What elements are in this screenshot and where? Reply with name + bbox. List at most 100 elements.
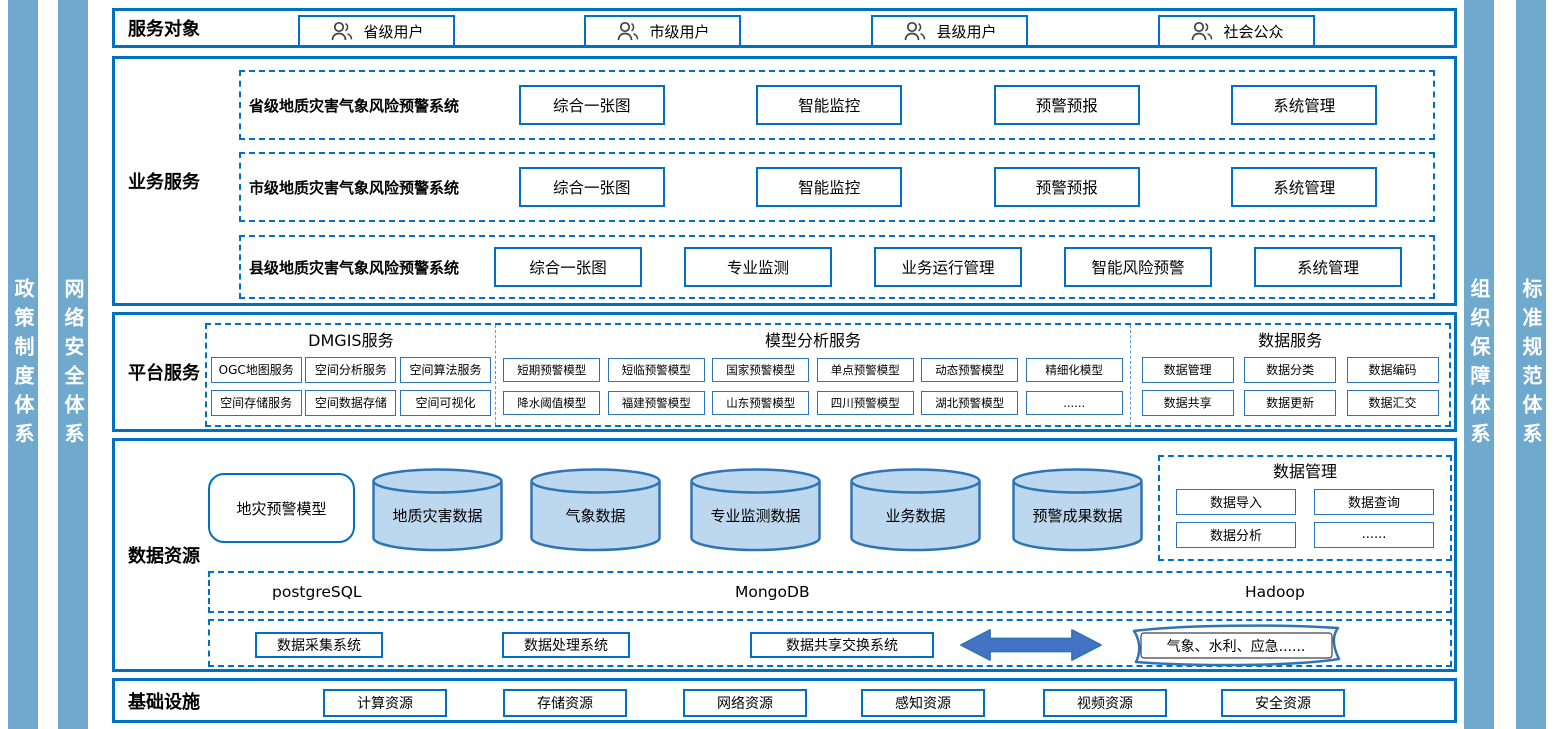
pillar-standards: 标准规范体系 — [1516, 0, 1546, 729]
model-box: 单点预警模型 — [816, 357, 914, 382]
cylinder-label: 气象数据 — [565, 507, 626, 525]
module-row: 综合一张图 智能监控 预警预报 系统管理 — [473, 85, 1433, 125]
group-title: DMGIS服务 — [308, 331, 394, 350]
pillar-label: 网络安全体系 — [61, 277, 85, 452]
user-chip-label: 县级用户 — [936, 22, 997, 41]
group-title: 数据服务 — [1258, 331, 1323, 350]
model-box: 短期预警模型 — [503, 357, 601, 382]
group-items: 短期预警模型 短临预警模型 国家预警模型 单点预警模型 动态预警模型 精细化模型… — [496, 353, 1130, 419]
model-box: 湖北预警模型 — [921, 390, 1019, 415]
user-chip-label: 市级用户 — [649, 22, 710, 41]
group-title: 模型分析服务 — [765, 331, 862, 350]
module-box: 智能监控 — [756, 167, 903, 207]
cylinder-weather-data: 气象数据 — [529, 467, 662, 553]
service-box: 空间数据存储 — [305, 389, 397, 416]
module-box: 综合一张图 — [518, 85, 665, 125]
external-systems-shape: 气象、水利、应急...... — [1127, 623, 1345, 667]
module-box: 智能风险预警 — [1064, 247, 1212, 287]
system-box-collection: 数据采集系统 — [255, 632, 383, 658]
service-box: 数据分类 — [1244, 356, 1337, 383]
system-name: 市级地质灾害气象风险预警系统 — [249, 178, 460, 197]
cylinder-geo-disaster-data: 地质灾害数据 — [371, 467, 504, 553]
module-box: 专业监测 — [684, 247, 832, 287]
model-box: 山东预警模型 — [712, 390, 810, 415]
model-box: 精细化模型 — [1025, 357, 1123, 382]
platform-groups: DMGIS服务 OGC地图服务 空间分析服务 空间算法服务 空间存储服务 空间数… — [205, 323, 1451, 427]
external-systems-label: 气象、水利、应急...... — [1166, 639, 1306, 655]
group-items: OGC地图服务 空间分析服务 空间算法服务 空间存储服务 空间数据存储 空间可视… — [207, 353, 495, 419]
module-row: 综合一张图 专业监测 业务运行管理 智能风险预警 系统管理 — [473, 247, 1433, 287]
module-box: 系统管理 — [1254, 247, 1402, 287]
section-label: 业务服务 — [128, 172, 200, 193]
system-name: 省级地质灾害气象风险预警系统 — [249, 96, 460, 115]
module-box: 业务运行管理 — [874, 247, 1022, 287]
resource-box-compute: 计算资源 — [323, 689, 447, 717]
service-box: 数据管理 — [1141, 356, 1234, 383]
model-box: 国家预警模型 — [712, 357, 810, 382]
dmgis-service-group: DMGIS服务 OGC地图服务 空间分析服务 空间算法服务 空间存储服务 空间数… — [207, 325, 495, 425]
cylinder-warning-result-data: 预警成果数据 — [1011, 467, 1144, 553]
model-box: 短临预警模型 — [607, 357, 705, 382]
data-management-box: 数据导入 — [1176, 488, 1296, 515]
user-chip-municipal: 市级用户 — [584, 15, 741, 47]
pillar-label: 组织保障体系 — [1467, 277, 1491, 452]
model-box: 降水阈值模型 — [503, 390, 601, 415]
section-business-services: 业务服务 省级地质灾害气象风险预警系统 综合一张图 智能监控 预警预报 系统管理… — [112, 56, 1457, 306]
pillar-label: 标准规范体系 — [1519, 277, 1543, 452]
cylinder-label: 业务数据 — [885, 507, 946, 525]
cylinder-icon — [690, 468, 821, 552]
section-data-resources: 数据资源 地灾预警模型 地质灾害数据 气象数据 专业监测数据 业务数据 预警成果… — [112, 438, 1457, 672]
cylinder-icon — [1012, 468, 1143, 552]
system-box-processing: 数据处理系统 — [502, 632, 630, 658]
cylinder-icon — [530, 468, 661, 552]
model-box: 四川预警模型 — [816, 390, 914, 415]
section-label: 基础设施 — [128, 691, 200, 713]
module-box: 系统管理 — [1231, 85, 1378, 125]
group-items: 数据管理 数据分类 数据编码 数据共享 数据更新 数据汇交 — [1131, 353, 1449, 419]
user-chip-provincial: 省级用户 — [298, 15, 455, 47]
pillar-label: 政策制度体系 — [11, 277, 35, 452]
section-platform-services: 平台服务 DMGIS服务 OGC地图服务 空间分析服务 空间算法服务 空间存储服… — [112, 312, 1457, 432]
data-management-box: 数据查询 — [1314, 488, 1434, 515]
section-label: 平台服务 — [128, 363, 200, 384]
resource-box-sensing: 感知资源 — [861, 689, 985, 717]
user-icon — [905, 21, 926, 41]
section-service-targets: 服务对象 省级用户 市级用户 县级用户 社会公众 — [112, 8, 1457, 48]
cylinder-icon — [372, 468, 503, 552]
pillar-org-guarantee: 组织保障体系 — [1464, 0, 1494, 729]
model-box: 动态预警模型 — [921, 357, 1019, 382]
module-box: 预警预报 — [993, 85, 1140, 125]
module-row: 综合一张图 智能监控 预警预报 系统管理 — [473, 167, 1433, 207]
service-box: 数据共享 — [1141, 389, 1234, 416]
system-box-sharing-exchange: 数据共享交换系统 — [750, 632, 934, 658]
service-box: 空间存储服务 — [210, 389, 302, 416]
module-box: 智能监控 — [756, 85, 903, 125]
service-box: OGC地图服务 — [210, 356, 302, 383]
database-label-mongodb: MongoDB — [735, 583, 810, 601]
service-box: 空间可视化 — [400, 389, 492, 416]
service-box: 数据汇交 — [1346, 389, 1439, 416]
service-box: 空间算法服务 — [400, 356, 492, 383]
cylinder-label: 预警成果数据 — [1032, 507, 1123, 525]
service-box: 数据更新 — [1244, 389, 1337, 416]
resource-box-security: 安全资源 — [1221, 689, 1345, 717]
provincial-system-group: 省级地质灾害气象风险预警系统 综合一张图 智能监控 预警预报 系统管理 — [239, 70, 1435, 140]
group-title: 数据管理 — [1272, 462, 1337, 481]
system-name: 县级地质灾害气象风险预警系统 — [249, 258, 460, 277]
user-chip-public: 社会公众 — [1158, 15, 1315, 47]
user-chip-label: 省级用户 — [363, 22, 424, 41]
resource-box-video: 视频资源 — [1043, 689, 1167, 717]
module-box: 综合一张图 — [518, 167, 665, 207]
database-label-hadoop: Hadoop — [1245, 583, 1305, 601]
service-box: 空间分析服务 — [305, 356, 397, 383]
database-layer: postgreSQL MongoDB Hadoop — [208, 571, 1452, 613]
data-systems-row: 数据采集系统 数据处理系统 数据共享交换系统 气象、水利、应急...... — [208, 619, 1452, 667]
pillar-policy-system: 政策制度体系 — [8, 0, 38, 729]
data-management-group: 数据管理 数据导入 数据查询 数据分析 ...... — [1158, 455, 1452, 561]
pillar-network-security: 网络安全体系 — [58, 0, 88, 729]
tape-outline-icon — [1132, 624, 1341, 667]
module-box: 综合一张图 — [494, 247, 642, 287]
municipal-system-group: 市级地质灾害气象风险预警系统 综合一张图 智能监控 预警预报 系统管理 — [239, 152, 1435, 222]
section-label: 数据资源 — [128, 546, 200, 567]
